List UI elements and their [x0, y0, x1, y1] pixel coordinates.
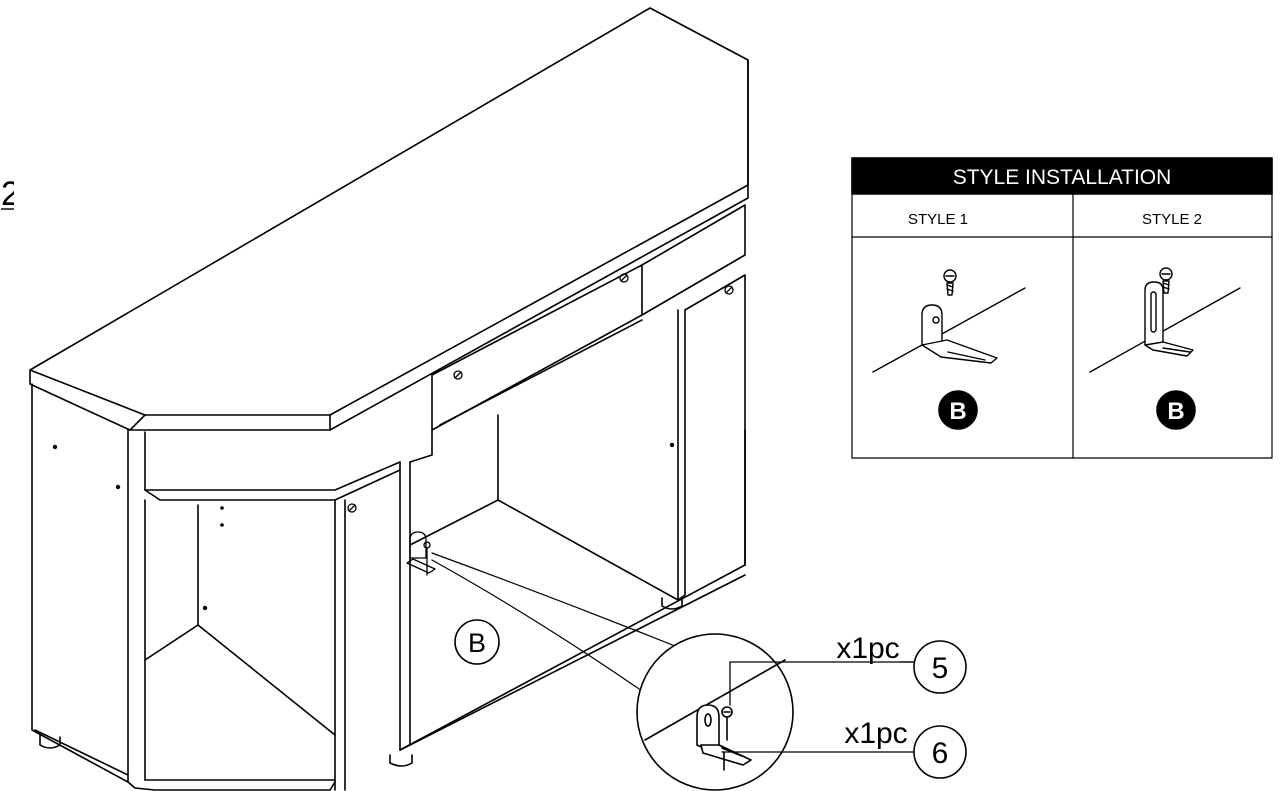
hardware-6-qty: x1pc [844, 717, 907, 750]
front-apron [144, 431, 401, 791]
style-2-part-label: B [1167, 398, 1184, 425]
table-title: STYLE INSTALLATION [953, 166, 1172, 189]
style-2-bracket-diagram [1089, 267, 1241, 373]
callout-lines [721, 661, 916, 753]
part-b-callout-circle [454, 619, 500, 665]
right-section [677, 274, 746, 601]
magnifier-detail [636, 633, 794, 791]
left-opening [144, 499, 336, 781]
bracket-on-cabinet [406, 531, 436, 576]
step-number: 2 [1, 175, 20, 213]
style-installation-table [851, 157, 1273, 459]
cabinet-hardware [52, 442, 675, 611]
hardware-6-number: 6 [932, 737, 949, 770]
hardware-6-circle [913, 725, 967, 779]
left-side-panel [31, 383, 336, 791]
hardware-5-circle [913, 640, 967, 694]
style-2-header: STYLE 2 [1142, 211, 1202, 228]
drawer-front [431, 204, 746, 431]
hardware-5-qty: x1pc [836, 632, 899, 665]
part-b-label: B [468, 628, 486, 658]
style-1-part-badge [938, 390, 978, 430]
cabinet-feet [39, 597, 683, 767]
hardware-5-number: 5 [932, 652, 949, 685]
style-1-header: STYLE 1 [908, 211, 968, 228]
cabinet-screws [347, 273, 734, 513]
leader-lines [431, 552, 691, 701]
style-1-bracket-diagram [872, 269, 1026, 373]
cabinet-top [29, 7, 749, 431]
center-section [399, 414, 746, 751]
style-1-part-label: B [949, 398, 966, 425]
step-number-group: 2 [1, 175, 20, 213]
style-2-part-badge [1156, 390, 1196, 430]
